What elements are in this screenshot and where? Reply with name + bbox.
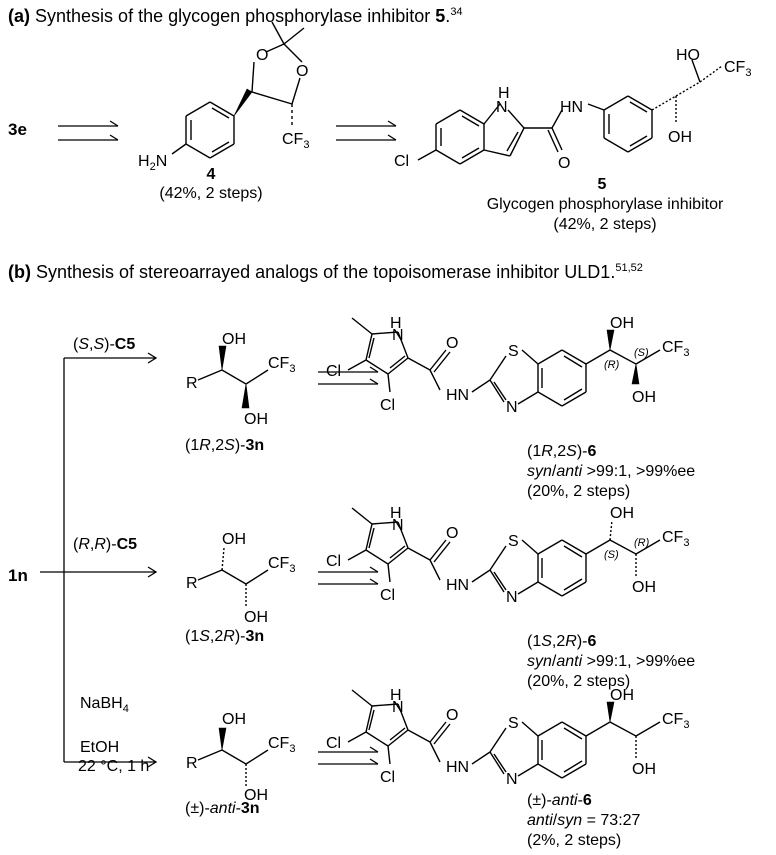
start-1n: 1n (8, 566, 28, 585)
product-1-core (325, 314, 587, 417)
prod3-oh-top: OH (610, 687, 634, 704)
compound-4-cf3: CF3 (282, 131, 309, 151)
intermediate-2-structure (197, 547, 269, 606)
compound-4-yield: (42%, 2 steps) (159, 185, 263, 202)
arrow-row3 (318, 746, 379, 765)
intermediate-anti-3n: (±)-anti-3n (185, 800, 260, 817)
prod2-stereo1: (S) (604, 549, 619, 561)
inter2-r: R (186, 575, 198, 592)
arrow-3e-to-4 (58, 120, 119, 141)
inter1-r: R (186, 375, 198, 392)
compound-5-number: 5 (597, 176, 607, 193)
inter2-cf3: CF3 (268, 555, 295, 575)
reagent-rr-c5: (R,R)-C5 (73, 536, 138, 553)
compound-5-oh: OH (668, 129, 692, 146)
intermediate-1-structure (197, 369, 269, 385)
product-1-chain (585, 349, 661, 365)
product-3-core (325, 686, 587, 789)
prod2-cf3: CF3 (662, 529, 689, 549)
branch-arrows (40, 352, 158, 768)
section-a-ref: 34 (450, 6, 463, 18)
arrow-4-to-5 (336, 120, 397, 141)
prod3-cf3: CF3 (662, 711, 689, 731)
reagent-nabh4: NaBH4 (80, 695, 129, 716)
inter3-r: R (186, 755, 198, 772)
inter1-oh-bot: OH (244, 411, 268, 428)
section-a-title: (a) Synthesis of the glycogen phosphoryl… (8, 6, 463, 26)
compound-4-amine: H2N (138, 153, 167, 173)
inter1-cf3: CF3 (268, 355, 295, 375)
compound-5-cf3: CF3 (724, 59, 751, 79)
compound-5-n: N (496, 99, 508, 116)
compound-5-nh-h: H (498, 85, 510, 102)
product-2-chain (585, 519, 661, 576)
compound-5-hn: HN (560, 99, 583, 116)
inter1-oh-top: OH (222, 331, 246, 348)
product-1r2s-6: (1R,2S)-6 (527, 443, 597, 460)
product-anti-ratio: anti/syn = 73:27 (527, 812, 641, 829)
product-1s2r-yield: (20%, 2 steps) (527, 673, 631, 690)
prod1-stereo2: (S) (634, 347, 649, 359)
section-b-ref: 51,52 (615, 262, 643, 274)
prod1-cf3: CF3 (662, 339, 689, 359)
compound-4-number: 4 (206, 166, 216, 183)
intermediate-1s2r-3n: (1S,2R)-3n (185, 628, 265, 645)
compound-4-o1: O (256, 47, 268, 64)
product-1r2s-ratio: syn/anti >99:1, >99%ee (527, 463, 696, 480)
reagent-ss-c5: (S,S)-C5 (73, 336, 136, 353)
product-3-chain (585, 721, 661, 758)
section-b-label: (b) (8, 262, 31, 282)
reagent-etoh: EtOH (80, 739, 120, 756)
prod3-oh-bot: OH (632, 761, 656, 778)
section-a-title-text: Synthesis of the glycogen phosphorylase … (35, 6, 431, 26)
compound-4-structure (171, 21, 305, 159)
intermediate-1r2s-3n: (1R,2S)-3n (185, 437, 265, 454)
product-1s2r-6: (1S,2R)-6 (527, 633, 597, 650)
section-b-title-text: Synthesis of stereoarrayed analogs of th… (36, 262, 616, 282)
inter2-oh-bot: OH (244, 609, 268, 626)
prod2-stereo2: (R) (634, 537, 650, 549)
compound-4-o2: O (296, 63, 308, 80)
product-anti-yield: (2%, 2 steps) (527, 832, 622, 849)
compound-5-ho: HO (676, 47, 700, 64)
product-anti-6: (±)-anti-6 (527, 792, 592, 809)
arrow-row2 (318, 566, 379, 585)
product-1r2s-yield: (20%, 2 steps) (527, 483, 631, 500)
compound-5-cl: Cl (394, 153, 409, 170)
inter2-oh-top: OH (222, 531, 246, 548)
product-2-core (325, 504, 587, 607)
intermediate-3-structure (197, 749, 269, 786)
prod1-oh-top: OH (610, 315, 634, 332)
section-b-title: (b) Synthesis of stereoarrayed analogs o… (8, 262, 643, 283)
start-3e: 3e (8, 120, 27, 139)
compound-5-o: O (558, 155, 570, 172)
product-1s2r-ratio: syn/anti >99:1, >99%ee (527, 653, 696, 670)
compound-5-structure (417, 59, 723, 165)
inter3-oh-top: OH (222, 711, 246, 728)
prod2-oh-top: OH (610, 505, 634, 522)
prod2-oh-bot: OH (632, 579, 656, 596)
section-a-title-num: 5 (435, 6, 446, 26)
inter3-cf3: CF3 (268, 735, 295, 755)
inter3-oh-bot: OH (244, 787, 268, 804)
prod1-stereo1: (R) (604, 359, 620, 371)
section-a-label: (a) (8, 6, 30, 26)
compound-5-yield: (42%, 2 steps) (553, 216, 657, 233)
compound-5-desc: Glycogen phosphorylase inhibitor (486, 196, 724, 213)
prod1-oh-bot: OH (632, 389, 656, 406)
